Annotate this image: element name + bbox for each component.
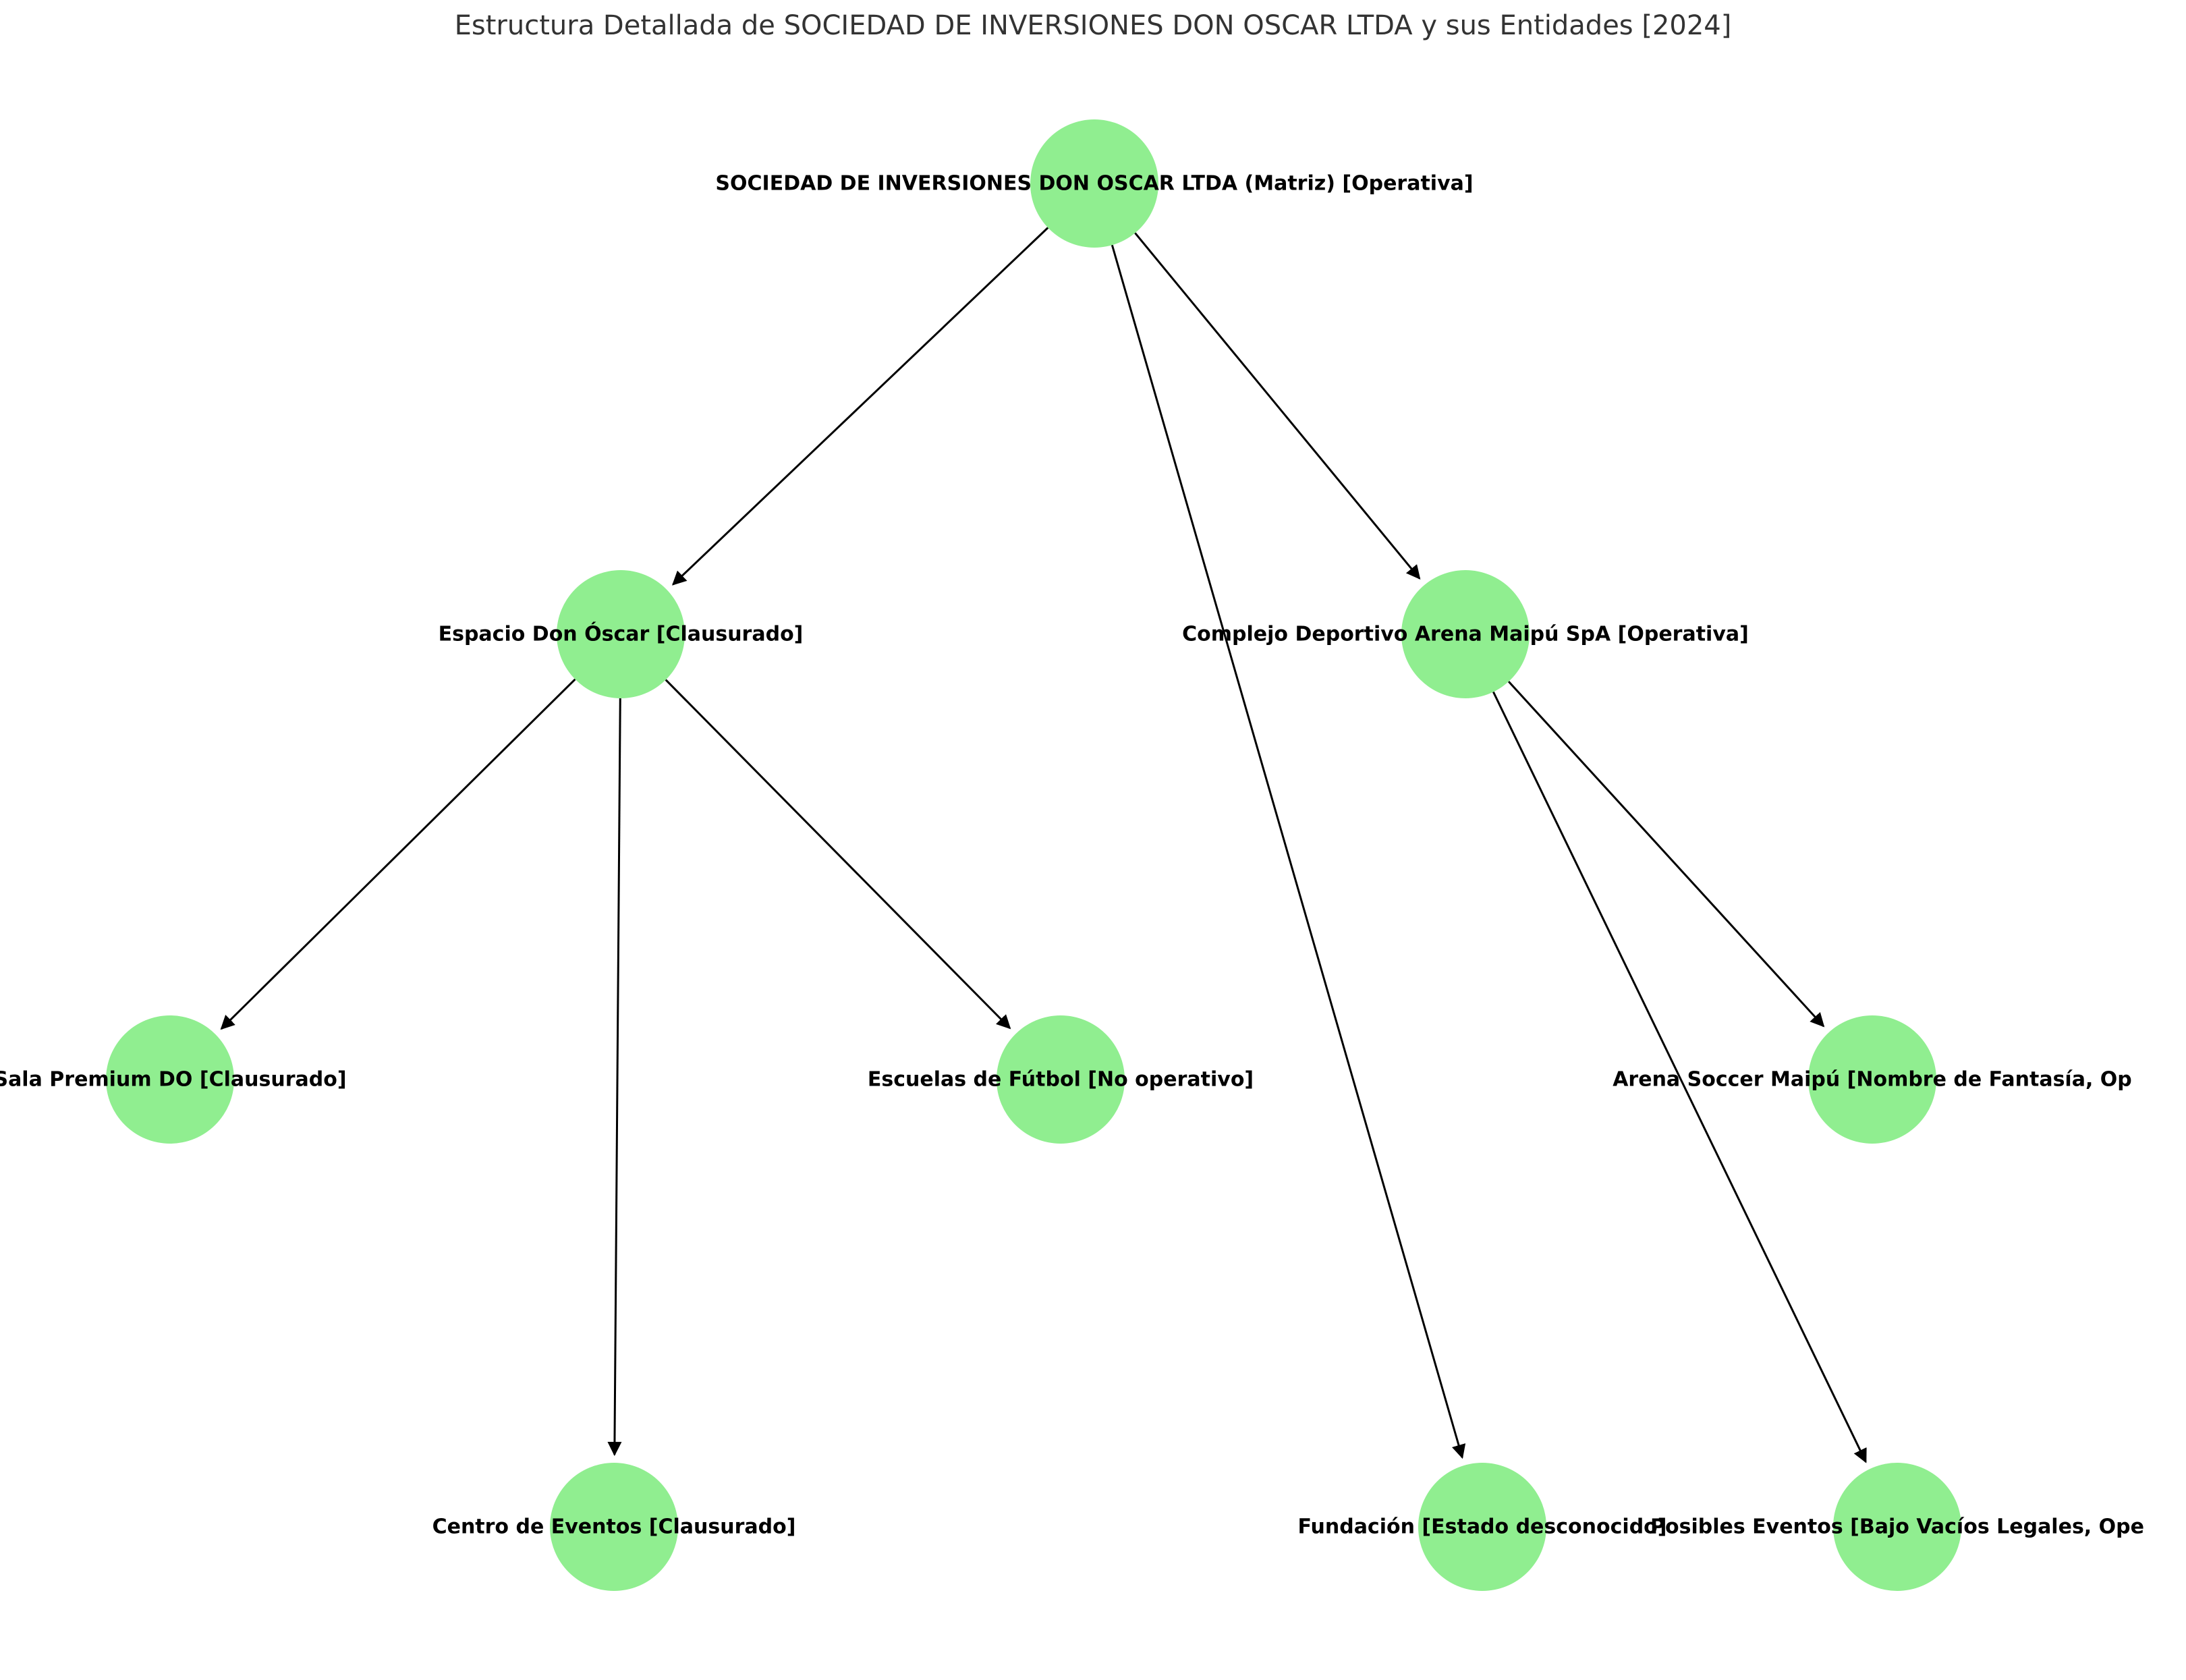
edge-espacio-to-escuelas: [665, 679, 1011, 1030]
node-escuelas[interactable]: [997, 1015, 1125, 1144]
node-matriz[interactable]: [1030, 119, 1158, 248]
edge-espacio-to-centro: [607, 698, 622, 1457]
edge-matriz-to-espacio: [671, 227, 1049, 586]
edge-espacio-to-sala: [220, 678, 576, 1030]
node-complejo[interactable]: [1401, 570, 1530, 698]
node-fundacion[interactable]: [1418, 1463, 1546, 1591]
edge-complejo-to-posibles: [1492, 691, 1867, 1463]
node-posibles[interactable]: [1833, 1463, 1961, 1591]
node-centro[interactable]: [550, 1463, 678, 1591]
edge-matriz-to-fundacion: [1111, 244, 1466, 1459]
edges-layer: [220, 227, 1867, 1463]
nodes-layer: [106, 119, 1961, 1591]
edge-matriz-to-complejo: [1134, 232, 1421, 580]
page-title: Estructura Detallada de SOCIEDAD DE INVE…: [454, 10, 1732, 41]
node-arenasoccer[interactable]: [1808, 1015, 1936, 1144]
edge-complejo-to-arenasoccer: [1507, 681, 1825, 1028]
node-espacio[interactable]: [557, 570, 685, 698]
node-sala[interactable]: [106, 1015, 234, 1144]
